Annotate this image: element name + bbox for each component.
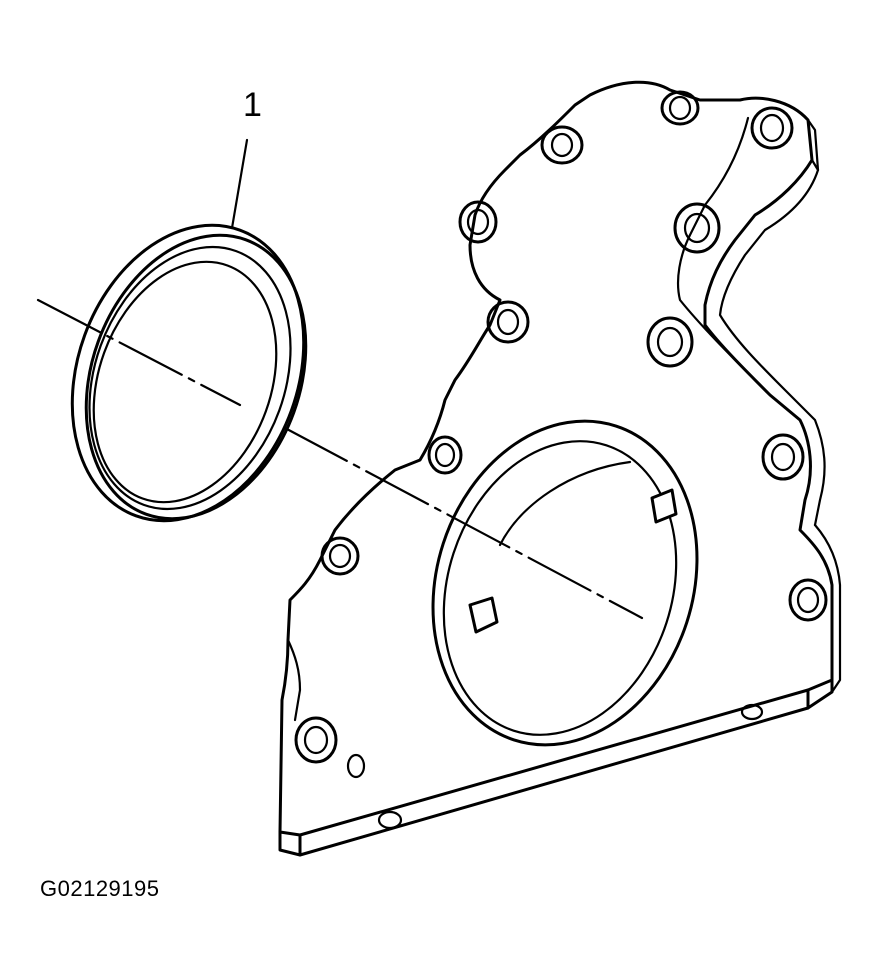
bolt-boss-left-2	[486, 300, 530, 344]
hole-lower-left	[346, 753, 366, 779]
bolt-boss-top-2	[750, 106, 794, 150]
hole-bottom-left	[377, 810, 403, 830]
bolt-boss-top-1	[660, 90, 700, 126]
bolt-boss-right-2	[788, 578, 828, 622]
crankshaft-front-oil-seal	[70, 223, 308, 523]
hole-bottom-right	[740, 703, 764, 721]
bolt-boss-left-4	[320, 536, 360, 576]
seal-bore	[431, 419, 699, 747]
bolt-boss-left-3	[427, 435, 463, 475]
bolt-boss-mid-right	[646, 316, 694, 368]
bolt-boss-right-1	[761, 433, 805, 481]
callout-number: 1	[243, 86, 262, 124]
front-cover	[278, 80, 842, 857]
bolt-boss-upper-left	[540, 125, 584, 165]
bolt-boss-lower-left	[294, 716, 338, 764]
callout-leader-line	[230, 138, 249, 230]
bolt-boss-upper-right	[673, 202, 721, 254]
center-axis-line	[36, 298, 644, 620]
bolt-boss-left-1	[458, 200, 498, 244]
figure-id-label: G02129195	[40, 876, 160, 901]
